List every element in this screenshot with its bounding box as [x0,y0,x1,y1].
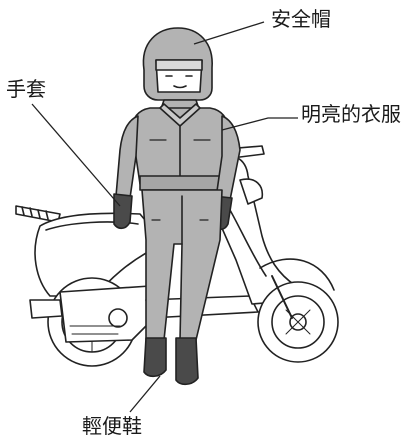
leader-clothes [221,117,298,131]
scooter-drawing [15,144,339,367]
label-light-shoes: 輕便鞋 [82,414,142,438]
leader-lines [31,21,298,413]
leader-gloves [31,103,121,207]
rider-trousers [141,189,223,341]
scooter-headlight [239,178,264,205]
label-gloves: 手套 [6,77,46,101]
rider-jacket [115,103,241,201]
label-helmet: 安全帽 [271,7,331,31]
rider-helmet [142,27,213,101]
scooter-front-wheel [257,281,339,363]
scooter-rear-body [34,212,151,297]
rider-figure [113,27,241,386]
leader-helmet [193,21,265,45]
rider-shoes [143,337,199,386]
label-bright-clothes: 明亮的衣服 [301,102,401,126]
leader-shoes [129,375,161,413]
